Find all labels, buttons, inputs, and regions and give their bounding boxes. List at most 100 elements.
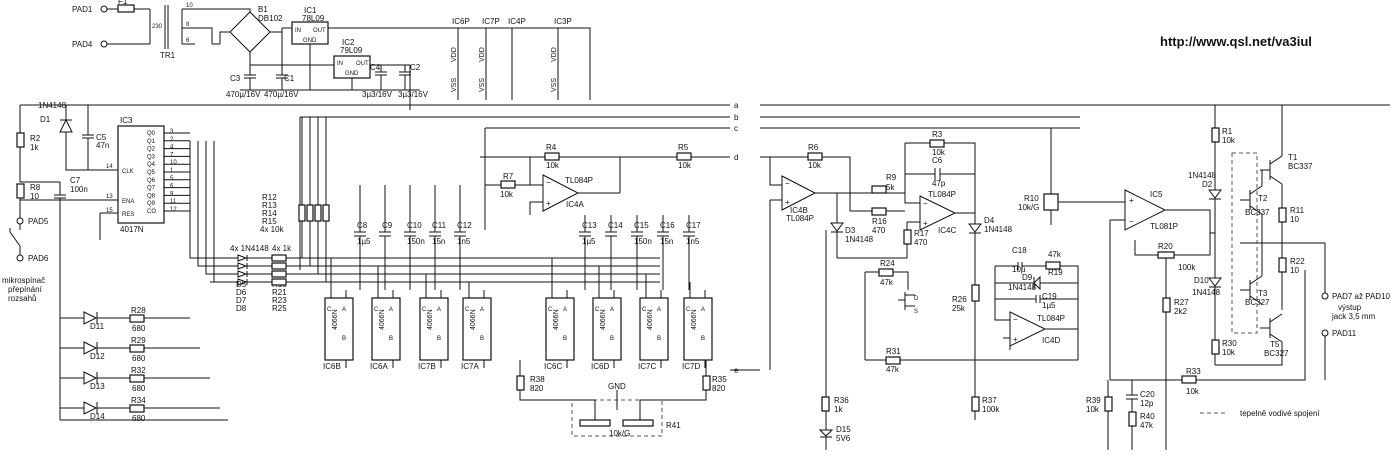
led-resistor-value: 680 — [132, 384, 146, 393]
ic3-pin-num: 9 — [170, 191, 174, 197]
switch-ic7a — [462, 297, 492, 361]
svg-text:C: C — [686, 307, 691, 313]
svg-text:C6: C6 — [932, 156, 943, 165]
r2-resistor — [16, 132, 25, 148]
svg-text:10k: 10k — [546, 161, 560, 170]
svg-text:D10: D10 — [1194, 276, 1209, 285]
svg-text:B: B — [563, 336, 567, 342]
c5-label: C5 — [96, 133, 107, 142]
ic3-pin-q6: Q6 — [147, 178, 156, 184]
thermal-coupling-box — [1231, 152, 1258, 334]
svg-text:10: 10 — [186, 3, 193, 9]
ic5-opamp — [1124, 189, 1167, 231]
svg-text:R24: R24 — [880, 259, 895, 268]
cap-label: C17 — [686, 221, 701, 230]
svg-text:výstup: výstup — [1338, 303, 1362, 312]
svg-text:10k: 10k — [1222, 348, 1236, 357]
range-capacitor — [454, 185, 466, 290]
ic3-pin-num: 1 — [170, 168, 174, 174]
b1-value: DB102 — [258, 14, 283, 23]
d1-label: D1 — [40, 115, 51, 124]
svg-text:R9: R9 — [886, 173, 897, 182]
led-label: D11 — [90, 322, 105, 331]
svg-text:C: C — [595, 307, 600, 313]
bank-resistor — [271, 270, 287, 278]
c3-value: 470µ/16V — [226, 90, 261, 99]
bank-resistor-label: R21 — [272, 288, 287, 297]
ic4a-opamp — [542, 174, 580, 212]
svg-text:10k: 10k — [1186, 387, 1200, 396]
led-label: D12 — [90, 352, 105, 361]
svg-text:VDD: VDD — [551, 47, 558, 62]
ic3-pin-num: 5 — [170, 176, 174, 182]
r24-resistor — [878, 268, 894, 277]
svg-text:−: − — [923, 199, 928, 208]
svg-text:A: A — [480, 307, 484, 313]
svg-text:IC4C: IC4C — [938, 226, 956, 235]
d2-diode — [1208, 105, 1222, 200]
svg-text:BC327: BC327 — [1245, 298, 1270, 307]
cap-label: C8 — [357, 221, 368, 230]
svg-text:−: − — [1013, 315, 1018, 324]
switch-part: 4066N — [379, 309, 386, 330]
led-resistor-r32 — [129, 374, 145, 383]
rail-a-label: a — [734, 101, 739, 110]
svg-text:A: A — [563, 307, 567, 313]
r26-potentiometer — [971, 284, 980, 302]
led-resistor-value: 680 — [132, 354, 146, 363]
r6-resistor — [807, 152, 823, 161]
bank-diode-d6 — [210, 262, 660, 270]
switch-label: IC7D — [682, 362, 700, 371]
range-capacitor — [429, 185, 441, 290]
ic1-value: 78L09 — [302, 14, 325, 23]
svg-text:470: 470 — [914, 238, 928, 247]
r36-resistor — [821, 396, 830, 412]
svg-text:47k: 47k — [1140, 421, 1154, 430]
svg-text:1N4148: 1N4148 — [845, 235, 874, 244]
r1-resistor — [1211, 127, 1220, 143]
c2-label: C2 — [410, 63, 421, 72]
svg-text:B: B — [701, 336, 705, 342]
svg-text:A: A — [389, 307, 393, 313]
range-capacitor — [354, 185, 366, 290]
svg-text:D15: D15 — [836, 425, 851, 434]
svg-text:CLK: CLK — [122, 169, 134, 175]
c7-value: 100n — [70, 185, 88, 194]
svg-text:47p: 47p — [932, 179, 946, 188]
ic2-label: IC2 — [342, 38, 355, 47]
switch-label: IC6D — [591, 362, 609, 371]
svg-text:6: 6 — [186, 38, 190, 44]
svg-text:10k: 10k — [1222, 136, 1236, 145]
svg-text:R6: R6 — [808, 143, 819, 152]
bank-resistor — [271, 262, 287, 270]
svg-text:R17: R17 — [914, 229, 929, 238]
r30-resistor — [1211, 339, 1220, 355]
svg-text:1k: 1k — [834, 405, 843, 414]
bank-diode-d5 — [210, 254, 660, 262]
switch-part: 4066N — [332, 309, 339, 330]
r7-resistor — [500, 180, 516, 189]
cap-value: 1µ5 — [582, 237, 596, 246]
r37-resistor — [971, 396, 980, 412]
svg-text:R30: R30 — [1222, 339, 1237, 348]
svg-text:+: + — [785, 198, 790, 207]
svg-text:R36: R36 — [834, 396, 849, 405]
svg-text:T3: T3 — [1258, 289, 1268, 298]
svg-text:10k: 10k — [678, 161, 692, 170]
rail-c-label: c — [734, 124, 738, 133]
led-label: D14 — [90, 412, 105, 421]
diode-bank-label: 4x 1N4148 — [230, 244, 269, 253]
t4-jfet — [864, 271, 915, 360]
svg-text:100k: 100k — [1178, 263, 1196, 272]
r38-resistor — [516, 375, 525, 391]
switch-ic6c — [545, 297, 575, 361]
led-resistor-value: 680 — [132, 414, 146, 423]
svg-text:R7: R7 — [503, 172, 514, 181]
ic3-pin-q3: Q3 — [147, 154, 156, 160]
r3-resistor — [929, 139, 945, 148]
svg-text:470: 470 — [872, 226, 886, 235]
bank-diode-d8 — [210, 278, 660, 286]
